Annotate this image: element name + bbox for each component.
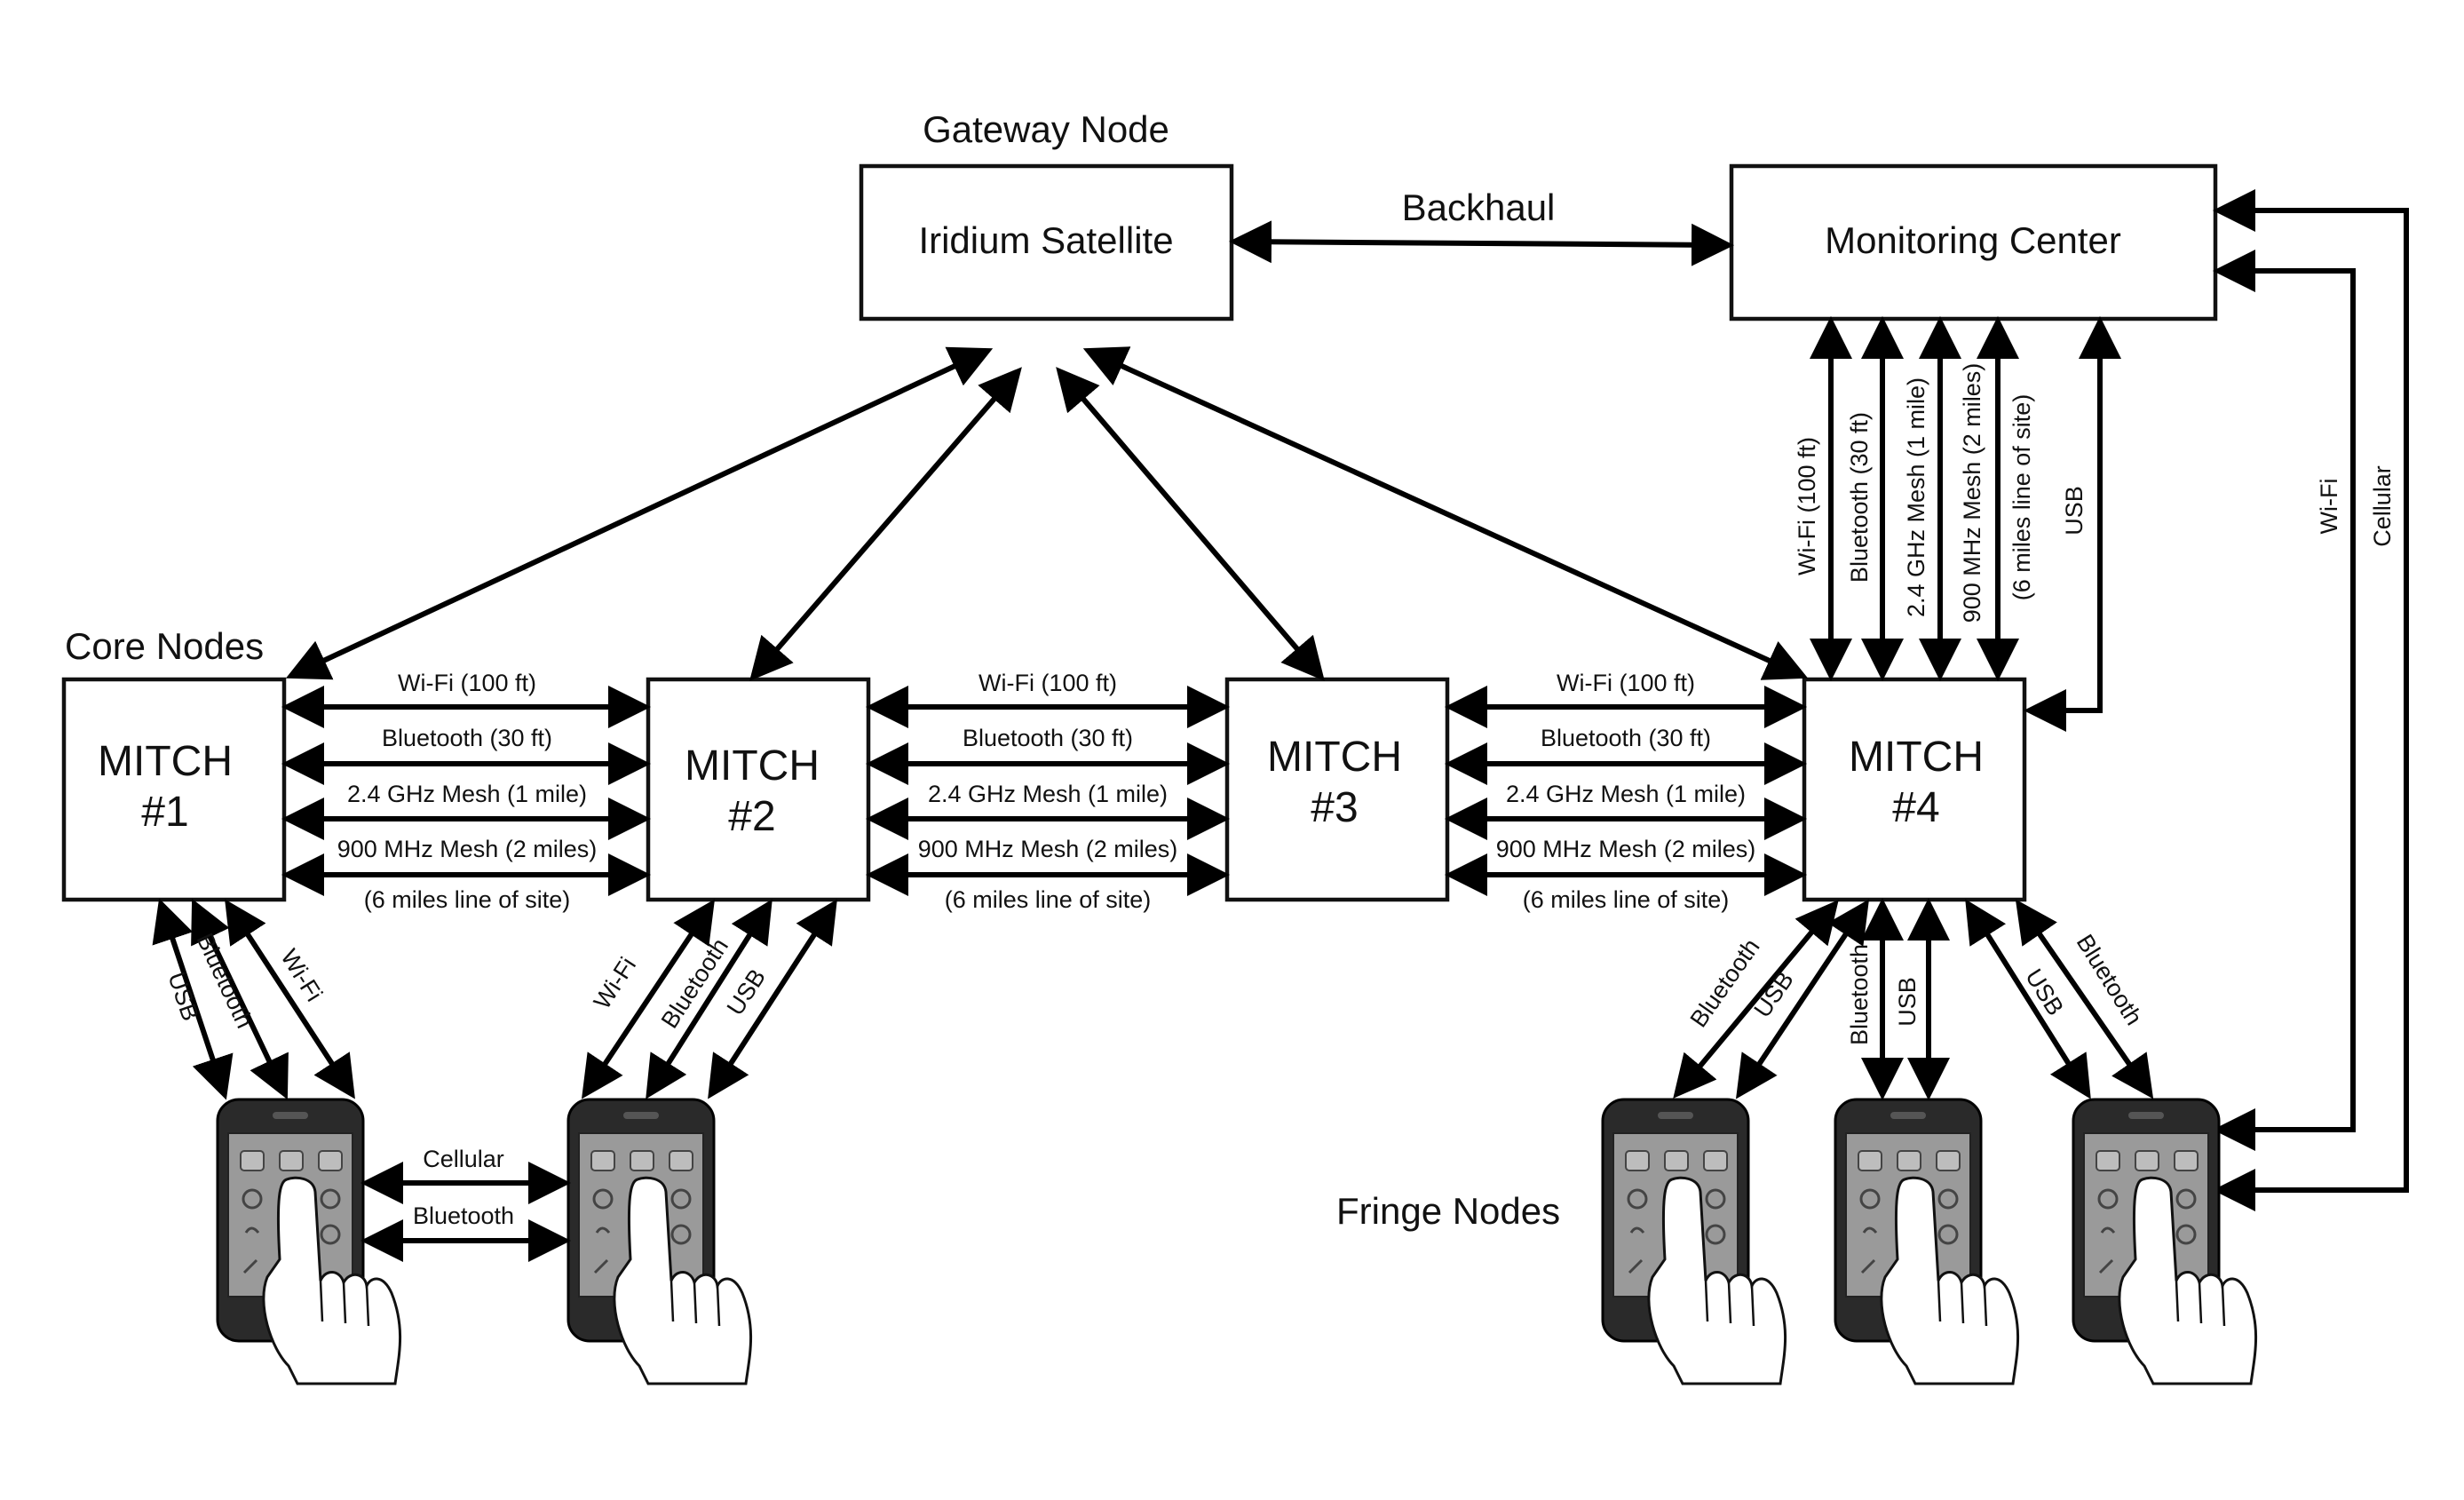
fringe-nodes-heading: Fringe Nodes	[1336, 1190, 1560, 1232]
mitch-2-number: #2	[728, 793, 775, 840]
phone-link-bluetooth-label: Bluetooth	[1846, 944, 1873, 1045]
satellite-link-mitch-3	[1061, 373, 1319, 675]
mitch-3-number: #3	[1311, 784, 1358, 831]
phone-fringe-3	[2073, 1099, 2256, 1384]
satellite-link-mitch-4	[1090, 352, 1801, 675]
monitor-label-mesh-24: 2.4 GHz Mesh (1 mile)	[1903, 377, 1929, 617]
phone-fringe-2	[1835, 1099, 2018, 1384]
mitch-3-label: MITCH	[1267, 734, 1402, 781]
phone-link-usb-label: USB	[162, 969, 203, 1024]
link-label-mesh-900: 900 MHz Mesh (2 miles)	[1496, 836, 1756, 862]
mesh-links-1-2: Wi-Fi (100 ft) Bluetooth (30 ft) 2.4 GHz…	[289, 670, 643, 913]
phone-link-usb-label: USB	[1894, 977, 1921, 1027]
mitch-4-number: #4	[1892, 784, 1939, 831]
phone-link-wifi-label: Wi-Fi	[275, 945, 328, 1006]
phone-links-mitch-4: Bluetooth USB Bluetooth USB USB Bluetoot…	[1678, 906, 2149, 1092]
monitor-links: Wi-Fi (100 ft) Bluetooth (30 ft) 2.4 GHz…	[1794, 324, 2100, 710]
link-label-bluetooth: Bluetooth (30 ft)	[1541, 725, 1711, 751]
mitch-3-box: MITCH #3	[1227, 679, 1447, 900]
mitch-4-box: MITCH #4	[1804, 679, 2024, 900]
mitch-2-box: MITCH #2	[648, 679, 868, 900]
link-label-bluetooth: Bluetooth (30 ft)	[963, 725, 1133, 751]
monitor-label-usb: USB	[2061, 486, 2088, 536]
phone-link-bluetooth-label: Bluetooth	[1685, 934, 1765, 1033]
mitch-2-label: MITCH	[685, 742, 820, 790]
core-nodes-heading: Core Nodes	[65, 625, 264, 667]
mesh-links-2-3: Wi-Fi (100 ft) Bluetooth (30 ft) 2.4 GHz…	[874, 670, 1222, 913]
monitor-label-bluetooth: Bluetooth (30 ft)	[1846, 412, 1873, 583]
link-label-line-of-site: (6 miles line of site)	[1523, 886, 1730, 913]
link-label-mesh-24: 2.4 GHz Mesh (1 mile)	[347, 781, 587, 807]
long-links: Wi-Fi Cellular	[2221, 210, 2406, 1190]
monitor-label-mesh-900: 900 MHz Mesh (2 miles)	[1959, 363, 1985, 623]
phone-fringe-1	[1603, 1099, 1786, 1384]
phone-link-wifi-label: Wi-Fi	[589, 953, 641, 1014]
link-label-wifi: Wi-Fi (100 ft)	[978, 670, 1117, 696]
long-link-cellular-label: Cellular	[2369, 465, 2396, 547]
satellite-link-mitch-2	[755, 373, 1017, 675]
link-label-line-of-site: (6 miles line of site)	[945, 886, 1152, 913]
mitch-4-label: MITCH	[1849, 734, 1984, 781]
phone-pair-links: Cellular Bluetooth	[368, 1146, 563, 1241]
link-label-wifi: Wi-Fi (100 ft)	[398, 670, 536, 696]
gateway-node-heading: Gateway Node	[923, 108, 1169, 150]
link-label-bluetooth: Bluetooth (30 ft)	[382, 725, 552, 751]
satellite-links	[293, 352, 1801, 675]
mitch-1-label: MITCH	[98, 738, 233, 785]
iridium-satellite-label: Iridium Satellite	[918, 219, 1173, 261]
backhaul-arrow	[1237, 242, 1726, 245]
link-label-line-of-site: (6 miles line of site)	[364, 886, 571, 913]
monitoring-center-label: Monitoring Center	[1825, 219, 2121, 261]
monitor-label-line-of-site: (6 miles line of site)	[2008, 394, 2035, 601]
mitch-1-box: MITCH #1	[64, 679, 284, 900]
link-label-mesh-24: 2.4 GHz Mesh (1 mile)	[1506, 781, 1746, 807]
monitoring-center-box: Monitoring Center	[1731, 166, 2215, 319]
satellite-link-mitch-1	[293, 352, 986, 675]
phone-link-bluetooth-label: Bluetooth	[2072, 930, 2148, 1030]
phone-core-2	[568, 1099, 751, 1384]
phone-links-mitch-1: USB Bluetooth Wi-Fi	[162, 906, 351, 1092]
link-label-wifi: Wi-Fi (100 ft)	[1557, 670, 1695, 696]
iridium-satellite-box: Iridium Satellite	[861, 166, 1232, 319]
phone-pair-bluetooth-label: Bluetooth	[413, 1202, 514, 1229]
long-link-wifi-label: Wi-Fi	[2316, 479, 2342, 535]
phone-pair-cellular-label: Cellular	[423, 1146, 504, 1172]
phone-links-mitch-2: Wi-Fi Bluetooth USB	[586, 906, 833, 1092]
link-label-mesh-900: 900 MHz Mesh (2 miles)	[337, 836, 598, 862]
link-label-mesh-900: 900 MHz Mesh (2 miles)	[918, 836, 1178, 862]
phone-link-usb-label: USB	[2020, 964, 2069, 1020]
mesh-links-3-4: Wi-Fi (100 ft) Bluetooth (30 ft) 2.4 GHz…	[1453, 670, 1799, 913]
backhaul-label: Backhaul	[1402, 187, 1556, 228]
link-label-mesh-24: 2.4 GHz Mesh (1 mile)	[928, 781, 1168, 807]
monitor-label-wifi: Wi-Fi (100 ft)	[1794, 437, 1820, 575]
mitch-1-number: #1	[141, 789, 188, 836]
